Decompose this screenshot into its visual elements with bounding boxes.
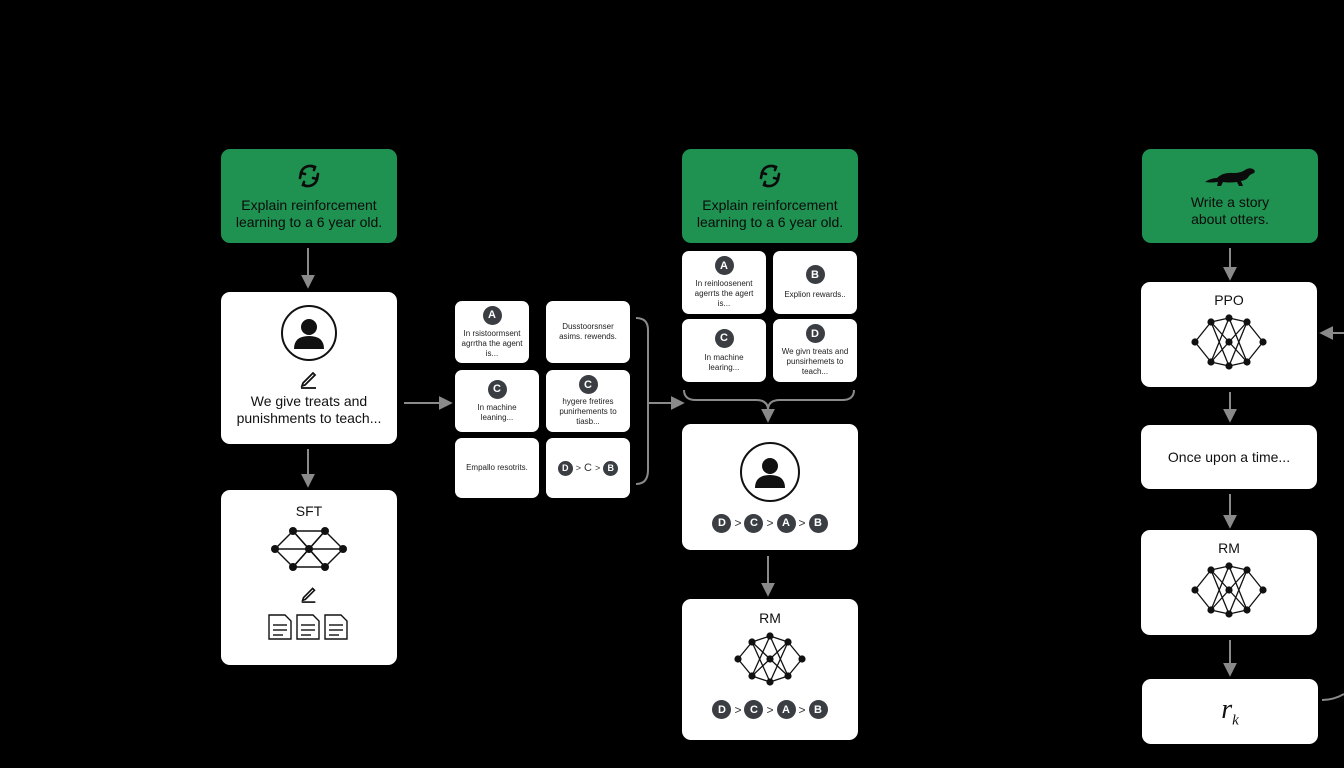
sample-card-text: hygere fretires punirhements to tiasb... xyxy=(559,397,617,426)
sample-card-text: In rsistoormsent agrrtha the agent is... xyxy=(461,328,523,358)
feedback-line-out xyxy=(1321,693,1344,701)
step3-prompt-text: Write a story about otters. xyxy=(1190,194,1270,227)
badge-a: A xyxy=(714,256,734,275)
reward-symbol: r xyxy=(1221,693,1233,725)
badge-a: A xyxy=(482,305,502,325)
network-icon xyxy=(734,632,806,686)
rm-title: RM xyxy=(1218,540,1240,556)
user-icon xyxy=(281,305,337,361)
badge-d: D xyxy=(805,324,825,343)
rank-badge: A xyxy=(776,700,796,719)
sample-card-text: Dusstoorsnser asims. rewends. xyxy=(559,322,617,341)
otter-icon xyxy=(1205,168,1255,186)
output-box: Once upon a time... xyxy=(1141,425,1317,489)
rm-title: RM xyxy=(759,610,781,626)
step2-prompt-text: Explain reinforcement learning to a 6 ye… xyxy=(696,197,844,230)
step3-rm-box: RM xyxy=(1141,530,1317,635)
sample-card-text: In machine leaning... xyxy=(477,402,517,422)
comparison-card-text: Explion rewards.. xyxy=(784,290,846,299)
badge-c: C xyxy=(714,328,734,348)
rank-badge: B xyxy=(808,513,828,533)
reward-box: rk xyxy=(1142,679,1318,744)
badge-c: C xyxy=(487,379,507,399)
pencil-icon xyxy=(301,587,316,603)
comparison-card-d: D We givn treats and punsirhemets to tea… xyxy=(773,319,857,382)
comparison-card-b: B Explion rewards.. xyxy=(773,251,857,314)
rank-letter: C xyxy=(584,462,592,474)
rm-ranking: D > C > A > B xyxy=(712,700,828,719)
sample-card-b: Dusstoorsnser asims. rewends. xyxy=(546,301,630,363)
ppo-box: PPO xyxy=(1141,282,1317,387)
comparison-card-text: In machine learing... xyxy=(704,352,744,372)
step3-prompt-box: Write a story about otters. xyxy=(1142,149,1318,243)
rank-badge: B xyxy=(603,460,619,476)
step1-prompt-box: Explain reinforcement learning to a 6 ye… xyxy=(221,149,397,243)
rank-separator: > xyxy=(798,702,806,717)
rank-badge: D xyxy=(557,460,573,476)
step1-labeler-box: We give treats and punishments to teach.… xyxy=(221,292,397,444)
network-icon xyxy=(1191,562,1267,618)
rank-badge: C xyxy=(744,513,764,533)
reward-value: rk xyxy=(1221,694,1239,730)
step1-labeler-text: We give treats and punishments to teach.… xyxy=(236,393,382,426)
sample-card-a: A In rsistoormsent agrrtha the agent is.… xyxy=(455,301,529,363)
rank-separator: > xyxy=(575,463,582,473)
step1-prompt-text: Explain reinforcement learning to a 6 ye… xyxy=(235,197,383,230)
refresh-icon xyxy=(759,164,781,188)
rank-separator: > xyxy=(798,516,806,530)
comparison-card-text: In reinloosenent agerrts the agert is... xyxy=(694,279,754,308)
sample-ranking-card: D > C > B xyxy=(546,438,630,498)
comparison-card-text: We givn treats and punsirhemets to teach… xyxy=(781,347,849,376)
rank-badge: D xyxy=(712,700,732,719)
badge-c: C xyxy=(578,375,598,394)
user-icon xyxy=(740,441,800,502)
comparison-card-a: A In reinloosenent agerrts the agert is.… xyxy=(682,251,766,314)
rank-badge: D xyxy=(712,513,732,533)
network-icon xyxy=(1191,314,1267,370)
step2-labeler-box: D > C > A > B xyxy=(682,424,858,550)
sample-ranking: D > C > B xyxy=(557,460,619,476)
rank-separator: > xyxy=(734,702,742,717)
sample-card-d: C hygere fretires punirhements to tiasb.… xyxy=(546,370,630,432)
network-icon xyxy=(271,527,347,571)
sft-model-box: SFT xyxy=(221,490,397,665)
labeler-ranking: D > C > A > B xyxy=(712,513,828,533)
badge-b: B xyxy=(805,265,825,284)
rank-separator: > xyxy=(594,463,601,473)
step2-rm-box: RM D > C > A > B xyxy=(682,599,858,740)
document-icon xyxy=(268,614,348,640)
rank-badge: C xyxy=(744,700,764,719)
sample-card-text: Empallo resotrits. xyxy=(466,463,528,472)
sft-title: SFT xyxy=(295,503,323,519)
rank-separator: > xyxy=(766,516,774,530)
reward-subscript: k xyxy=(1232,712,1239,729)
step2-prompt-box: Explain reinforcement learning to a 6 ye… xyxy=(682,149,858,243)
output-text: Once upon a time... xyxy=(1167,448,1291,465)
rank-badge: B xyxy=(808,700,828,719)
comparison-card-c: C In machine learing... xyxy=(682,319,766,382)
sample-card-e: Empallo resotrits. xyxy=(455,438,539,498)
rank-separator: > xyxy=(734,516,742,530)
refresh-icon xyxy=(298,164,320,188)
ppo-title: PPO xyxy=(1214,292,1244,308)
pencil-icon xyxy=(300,371,317,389)
bracket-samples xyxy=(635,317,649,485)
rank-separator: > xyxy=(766,702,774,717)
rank-badge: A xyxy=(776,513,796,533)
sample-card-c: C In machine leaning... xyxy=(455,370,539,432)
